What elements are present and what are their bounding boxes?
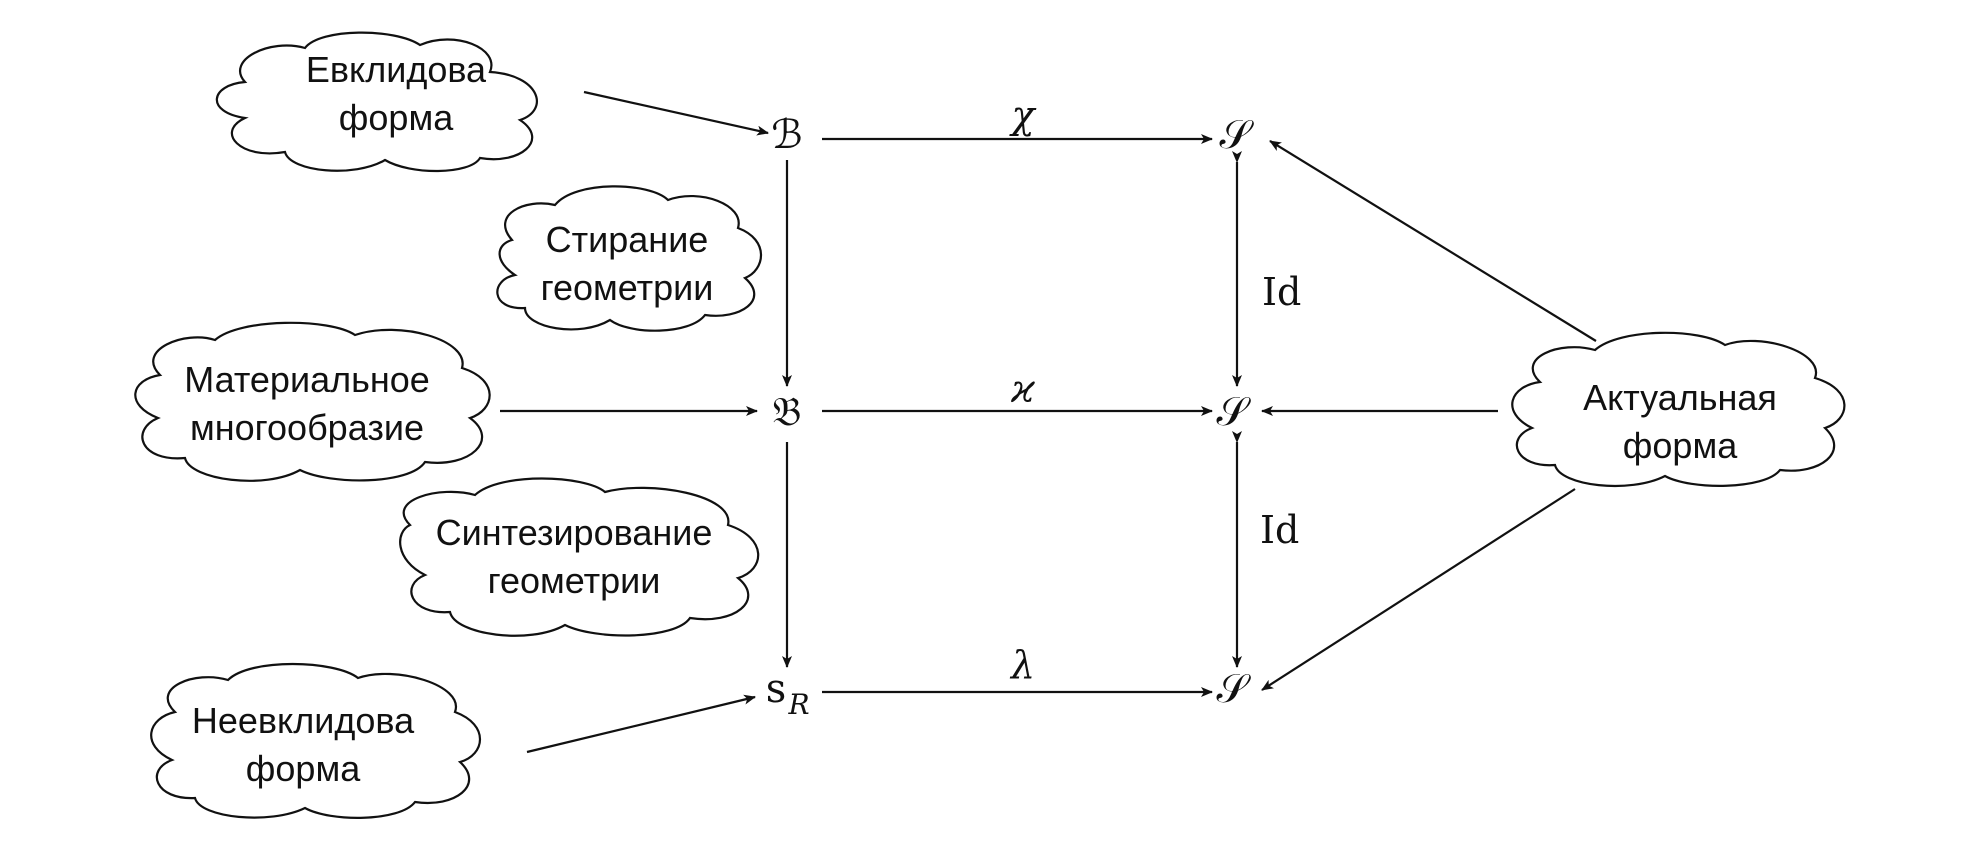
cloud-label-line1: Материальное (184, 359, 430, 400)
cloud-outline (215, 31, 538, 173)
cloud-outline (134, 321, 491, 482)
cloud-label-line2: форма (1623, 425, 1738, 466)
cloud-synthesize-geometry: Синтезирование геометрии (399, 477, 760, 637)
cloud-label-line1: Стирание (546, 219, 709, 260)
cloud-label-line2: многообразие (190, 407, 424, 448)
cloud-label-line2: геометрии (488, 560, 661, 601)
node-space-top: 𝒮 (1220, 112, 1255, 158)
cloud-label-line2: форма (339, 97, 454, 138)
cloud-label-line2: геометрии (541, 267, 714, 308)
node-space-bottom: 𝒮 (1217, 666, 1252, 712)
label-identity-upper: Id (1262, 270, 1301, 314)
cloud-euclidean-form: Евклидова форма (215, 31, 538, 173)
cloud-label-line1: Евклидова (306, 49, 487, 90)
node-noneuclidean-body-subscript: R (787, 688, 809, 721)
cloud-erase-geometry: Стирание геометрии (496, 185, 763, 332)
label-lambda: λ (1009, 643, 1035, 687)
node-space-middle: 𝒮 (1217, 389, 1252, 435)
node-material-body: 𝔅 (773, 389, 802, 435)
cloud-outline (496, 185, 763, 332)
arrow-euclid-to-body (583, 90, 769, 136)
cloud-label-line1: Неевклидова (192, 700, 415, 741)
label-identity-lower: Id (1260, 508, 1299, 552)
arrow-actual-to-space-top (1269, 140, 1597, 342)
cloud-material-manifold: Материальное многообразие (134, 321, 491, 482)
node-euclidean-body: ℬ (771, 112, 802, 158)
cloud-outline (150, 662, 482, 819)
cloud-outline (1511, 331, 1846, 487)
cloud-non-euclidean-form: Неевклидова форма (150, 662, 482, 819)
node-noneuclidean-body: s (766, 666, 787, 712)
label-chi: χ (1008, 93, 1036, 137)
cloud-label-line1: Актуальная (1583, 377, 1777, 418)
arrow-noneuclid-to-body (526, 694, 756, 754)
cloud-label-line1: Синтезирование (436, 512, 713, 553)
cloud-actual-form: Актуальная форма (1511, 331, 1846, 487)
arrow-actual-to-space-bottom (1261, 488, 1576, 691)
cloud-label-line2: форма (246, 748, 361, 789)
label-kappa: ϰ (1010, 367, 1035, 411)
cloud-outline (399, 477, 760, 637)
